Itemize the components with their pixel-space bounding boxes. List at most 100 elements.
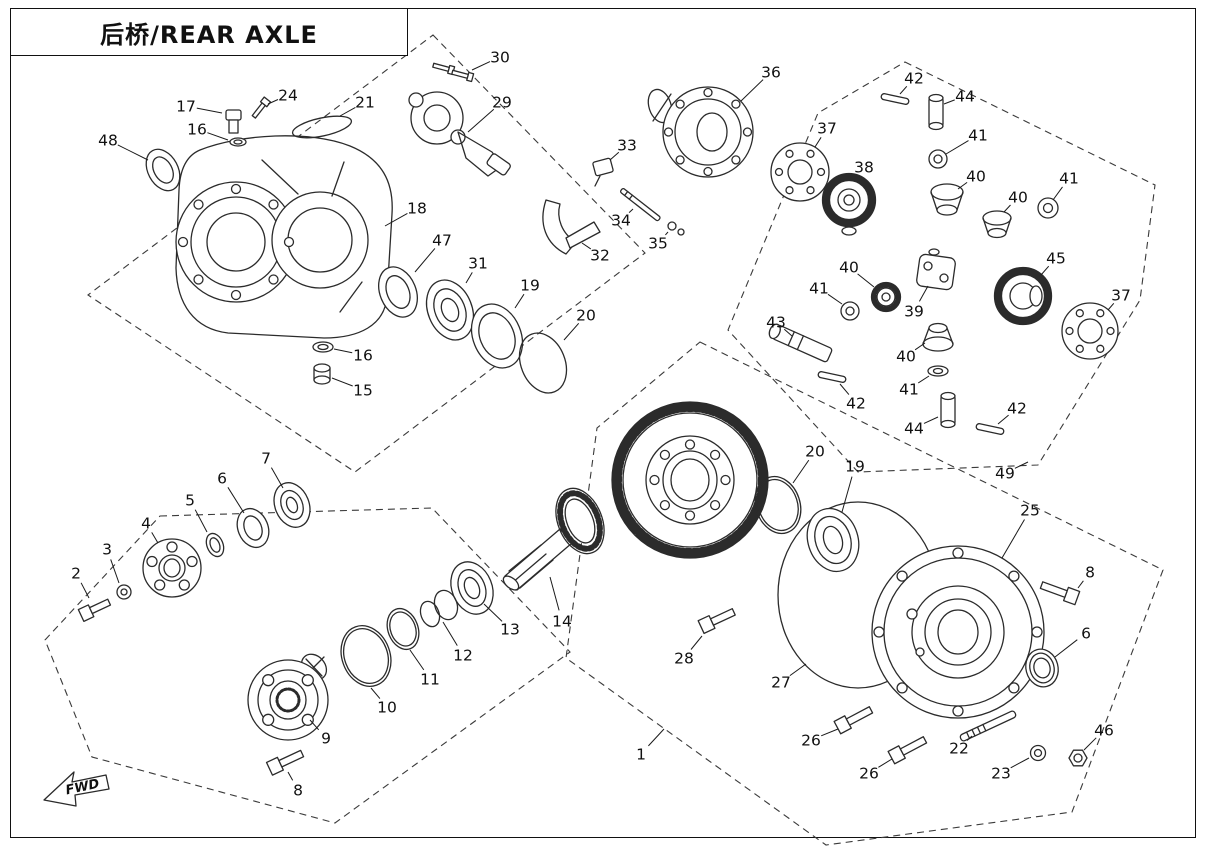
sleeve-44-b: [940, 391, 956, 429]
callout-40: 40: [896, 348, 916, 366]
callout-39: 39: [904, 303, 924, 321]
bolt-26-a: [833, 706, 874, 735]
leader-line-49: [1014, 461, 1029, 469]
bearing-19-right: [806, 507, 860, 573]
gasket-ring-10: [340, 625, 392, 687]
callout-22: 22: [949, 740, 969, 758]
washer-41-c: [840, 301, 860, 321]
diff-case-36: [647, 86, 754, 178]
leader-line-15: [331, 377, 353, 387]
shift-fork-32: [542, 199, 601, 255]
breather-plug-17: [225, 109, 242, 134]
leader-line-47: [414, 248, 436, 273]
callout-38: 38: [854, 159, 874, 177]
drive-flange-4: [142, 538, 202, 598]
callout-2: 2: [71, 565, 81, 583]
leader-line-20: [563, 322, 580, 341]
fwd-label: FWD: [64, 777, 101, 799]
shim-20-left: [518, 332, 568, 394]
pin-35: [667, 221, 685, 236]
callout-14: 14: [552, 613, 572, 631]
bolt-2: [77, 598, 112, 623]
nut-46: [1068, 749, 1088, 767]
leader-line-11: [409, 649, 425, 671]
bevel-gear-38: [821, 172, 877, 236]
ring-gear-assembly-1: [611, 401, 769, 559]
callout-48: 48: [98, 132, 118, 150]
washer-16-top: [229, 137, 247, 147]
leader-line-24: [267, 99, 279, 105]
callout-10: 10: [377, 699, 397, 717]
leader-line-40: [957, 181, 968, 190]
callout-6: 6: [1081, 625, 1091, 643]
leader-line-44: [923, 416, 939, 424]
washer-41-a: [928, 149, 948, 169]
leader-line-7: [270, 467, 284, 489]
oil-seal-48: [145, 148, 181, 192]
gasket-37-a: [770, 142, 830, 202]
callout-1: 1: [636, 746, 646, 764]
callout-24: 24: [278, 87, 298, 105]
callout-23: 23: [991, 765, 1011, 783]
callout-26: 26: [859, 765, 879, 783]
callout-7: 7: [261, 450, 271, 468]
callout-16: 16: [353, 347, 373, 365]
callout-46: 46: [1094, 722, 1114, 740]
leader-line-42: [839, 383, 850, 395]
pin-42-c: [975, 423, 1005, 435]
leader-line-28: [690, 635, 703, 650]
leader-line-25: [1001, 519, 1025, 559]
callout-21: 21: [355, 94, 375, 112]
actuator-29: [408, 91, 511, 177]
leader-line-22: [966, 735, 973, 741]
leader-line-1: [648, 728, 665, 747]
side-gear-40-c: [870, 281, 902, 313]
seal-6-b: [1025, 648, 1059, 688]
leader-line-41: [827, 293, 843, 305]
callout-37: 37: [1111, 287, 1131, 305]
leader-line-2: [80, 582, 90, 599]
page-border: [10, 8, 1196, 838]
leader-line-46: [1083, 737, 1097, 751]
callout-19: 19: [845, 458, 865, 476]
gasket-37-b: [1061, 302, 1119, 360]
callout-32: 32: [590, 247, 610, 265]
callout-33: 33: [617, 137, 637, 155]
leader-line-41: [945, 140, 969, 155]
bolt-26-b: [887, 736, 928, 765]
callout-26: 26: [801, 732, 821, 750]
bearing-race-19-left: [470, 303, 524, 369]
callout-11: 11: [420, 671, 440, 689]
callout-40: 40: [966, 168, 986, 186]
washer-23: [1029, 744, 1047, 762]
leader-line-6: [227, 487, 245, 514]
leader-line-26: [821, 728, 839, 737]
leader-line-39: [918, 285, 929, 302]
callout-3: 3: [102, 541, 112, 559]
leader-line-5: [194, 509, 208, 533]
callout-20: 20: [576, 307, 596, 325]
callout-42: 42: [1007, 400, 1027, 418]
spacer-20-right: [754, 475, 802, 535]
leader-line-34: [628, 208, 634, 213]
leader-line-19: [841, 476, 853, 513]
bevel-gear-40-b: [982, 210, 1012, 239]
pin-42-b: [817, 371, 847, 383]
leader-line-4: [151, 532, 159, 544]
callout-5: 5: [185, 492, 195, 510]
leader-line-10: [370, 687, 381, 699]
callout-40: 40: [1008, 189, 1028, 207]
leader-line-45: [1040, 265, 1050, 276]
callout-6: 6: [217, 470, 227, 488]
bolts-30: [432, 62, 475, 83]
callout-34: 34: [611, 212, 631, 230]
callout-37: 37: [817, 120, 837, 138]
callout-28: 28: [674, 650, 694, 668]
bevel-gear-40-d: [922, 322, 954, 352]
callout-47: 47: [432, 232, 452, 250]
leader-line-8: [287, 771, 294, 781]
callout-42: 42: [846, 395, 866, 413]
